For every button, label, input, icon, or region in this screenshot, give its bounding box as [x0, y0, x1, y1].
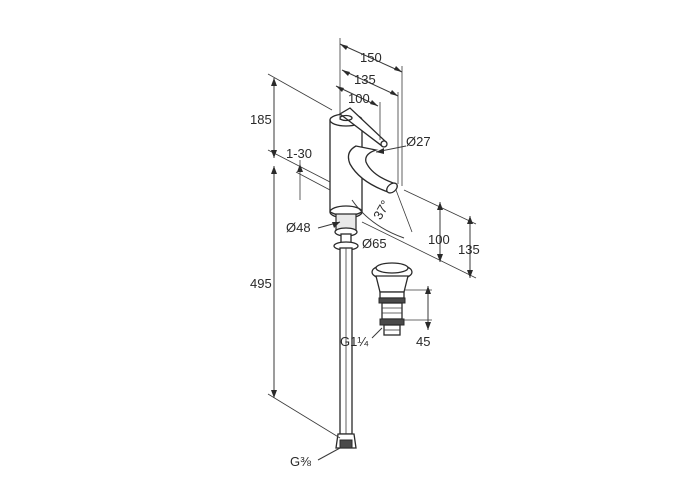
- supply-hose: [335, 247, 357, 449]
- label-dia-27: Ø27: [406, 134, 431, 149]
- label-100-top: 100: [348, 91, 370, 106]
- label-135-top: 135: [354, 72, 376, 87]
- label-100-right: 100: [428, 232, 450, 247]
- waste-valve: [371, 262, 413, 336]
- label-185: 185: [250, 112, 272, 127]
- label-g3-8: G⅜: [290, 454, 311, 469]
- dimension-arrows: [271, 44, 473, 398]
- label-495: 495: [250, 276, 272, 291]
- dimension-labels: 150 135 100 185 Ø27 1-30 37° Ø48 100 135…: [250, 50, 480, 469]
- label-1-30: 1-30: [286, 146, 312, 161]
- label-dia-65: Ø65: [362, 236, 387, 251]
- spout: [347, 145, 398, 194]
- label-135-right: 135: [458, 242, 480, 257]
- label-150: 150: [360, 50, 382, 65]
- label-45: 45: [416, 334, 430, 349]
- label-g1-quarter: G1¼: [340, 334, 368, 349]
- mounting-shank: [333, 213, 359, 251]
- label-dia-48: Ø48: [286, 220, 311, 235]
- dimension-lines: [267, 38, 477, 461]
- label-angle-37: 37°: [370, 198, 393, 223]
